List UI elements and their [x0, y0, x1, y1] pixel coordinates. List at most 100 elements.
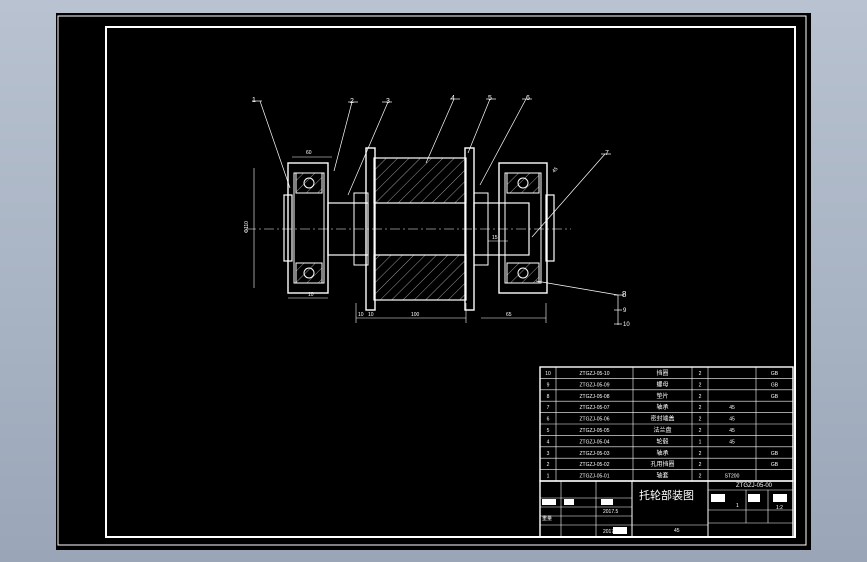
mark-block-5	[748, 494, 760, 502]
table-cell-name: 轴承	[656, 403, 668, 411]
table-cell-name: 轴套	[656, 472, 668, 480]
balloon-3: 3	[386, 98, 390, 105]
table-cell-no: 6	[547, 417, 550, 423]
table-cell-no: 4	[547, 439, 550, 445]
table-cell-mat: ST200	[725, 474, 740, 480]
ball-left-bot	[303, 267, 315, 279]
table-cell-no: 5	[547, 428, 550, 434]
ball-right-bot	[517, 267, 529, 279]
table-cell-code: ZTGZJ-05-01	[579, 474, 609, 480]
flange-left	[365, 147, 376, 311]
mark-block-4	[711, 494, 725, 502]
shaft-step-right	[473, 192, 489, 266]
dim-bottom-left: 10	[308, 292, 314, 298]
drawing-viewport[interactable]: 60 Φ110 10 10 10 100 65 15 45 1 2 3 4	[56, 13, 811, 550]
leaders	[252, 98, 624, 325]
balloon-labels: 1 2 3 4 5 6 7 8 9 10	[252, 95, 630, 328]
dim-center-width: 100	[411, 312, 420, 318]
weight-label: 重量	[542, 515, 552, 522]
table-cell-note: GB	[771, 451, 779, 457]
table-cell-qty: 2	[699, 394, 702, 400]
table-cell-name: 轴承	[656, 449, 668, 457]
table-cell-qty: 2	[699, 428, 702, 434]
housing-right	[498, 162, 548, 294]
balloon-6: 6	[526, 95, 530, 102]
table-cell-mat: 45	[729, 439, 735, 445]
balloon-2: 2	[350, 98, 354, 105]
table-cell-code: ZTGZJ-05-06	[579, 417, 609, 423]
table-cell-name: 法兰盘	[653, 426, 671, 434]
table-cell-code: ZTGZJ-05-02	[579, 462, 609, 468]
outer-border	[57, 15, 807, 546]
balloon-9: 9	[623, 308, 627, 314]
mark-block-1	[542, 499, 556, 505]
title-block: 托轮部装图 ZTGZJ-05-00 2017.5 2017.5 45 1:2 1…	[539, 480, 794, 538]
mark-block-3	[601, 499, 613, 505]
hub-bore	[373, 202, 467, 256]
table-cell-no: 3	[547, 451, 550, 457]
mark-block-7	[613, 527, 627, 534]
table-cell-no: 9	[547, 382, 550, 388]
bearing-right-top	[506, 172, 540, 194]
table-cell-note: GB	[771, 394, 779, 400]
balloon-7: 7	[605, 150, 609, 157]
drawing-number: ZTGZJ-05-00	[736, 483, 773, 489]
cap-right	[545, 194, 555, 262]
material: 45	[674, 528, 680, 534]
table-cell-note: GB	[771, 462, 779, 468]
dim-top-width: 60	[306, 150, 312, 156]
cad-drawing: 60 Φ110 10 10 10 100 65 15 45 1 2 3 4	[57, 15, 807, 546]
table-cell-name: 轮毂	[656, 437, 668, 445]
bearing-left-top	[295, 172, 323, 194]
inner-border	[105, 26, 796, 538]
assembly-view: 60 Φ110 10 10 10 100 65 15 45	[244, 147, 571, 323]
table-cell-name: 垫片	[656, 392, 668, 400]
table-cell-qty: 2	[699, 474, 702, 480]
hub-lower	[373, 254, 467, 301]
dim-small-b: 10	[368, 312, 374, 318]
balloon-5: 5	[488, 95, 492, 102]
date-2: 2017.5	[603, 529, 619, 535]
balloon-1: 1	[252, 97, 256, 104]
hub-upper	[373, 157, 467, 204]
table-cell-qty: 2	[699, 382, 702, 388]
ball-left-top	[303, 177, 315, 189]
table-cell-no: 7	[547, 405, 550, 411]
table-cell-mat: 45	[729, 428, 735, 434]
table-cell-code: ZTGZJ-05-10	[579, 371, 609, 377]
cap-left	[283, 194, 293, 262]
table-cell-note: GB	[771, 371, 779, 377]
table-cell-no: 2	[547, 462, 550, 468]
table-cell-name: 孔用挡圈	[650, 460, 674, 468]
table-cell-code: ZTGZJ-05-05	[579, 428, 609, 434]
scale: 1:2	[776, 505, 783, 511]
table-cell-code: ZTGZJ-05-07	[579, 405, 609, 411]
table-cell-name: 螺母	[656, 380, 668, 388]
dim-right-width: 65	[506, 312, 512, 318]
table-cell-qty: 2	[699, 371, 702, 377]
mark-block-2	[564, 499, 574, 505]
table-cell-code: ZTGZJ-05-04	[579, 439, 609, 445]
table-cell-mat: 45	[729, 405, 735, 411]
table-cell-code: ZTGZJ-05-08	[579, 394, 609, 400]
ball-right-top	[517, 177, 529, 189]
drawing-title: 托轮部装图	[639, 488, 694, 502]
dim-left-height: Φ110	[244, 221, 250, 233]
table-cell-code: ZTGZJ-05-03	[579, 451, 609, 457]
bearing-right-bot	[506, 262, 540, 284]
mark-block-6	[773, 494, 787, 502]
table-cell-qty: 2	[699, 417, 702, 423]
balloon-8: 8	[622, 290, 627, 299]
table-cell-mat: 45	[729, 417, 735, 423]
table-cell-code: ZTGZJ-05-09	[579, 382, 609, 388]
dim-right-small: 15	[492, 235, 498, 241]
table-cell-qty: 2	[699, 462, 702, 468]
balloon-10: 10	[623, 322, 630, 328]
table-cell-no: 8	[547, 394, 550, 400]
date-1: 2017.5	[603, 509, 619, 515]
dim-small-a: 10	[358, 312, 364, 318]
table-cell-qty: 2	[699, 451, 702, 457]
table-cell-qty: 2	[699, 405, 702, 411]
balloon-4: 4	[451, 95, 455, 102]
